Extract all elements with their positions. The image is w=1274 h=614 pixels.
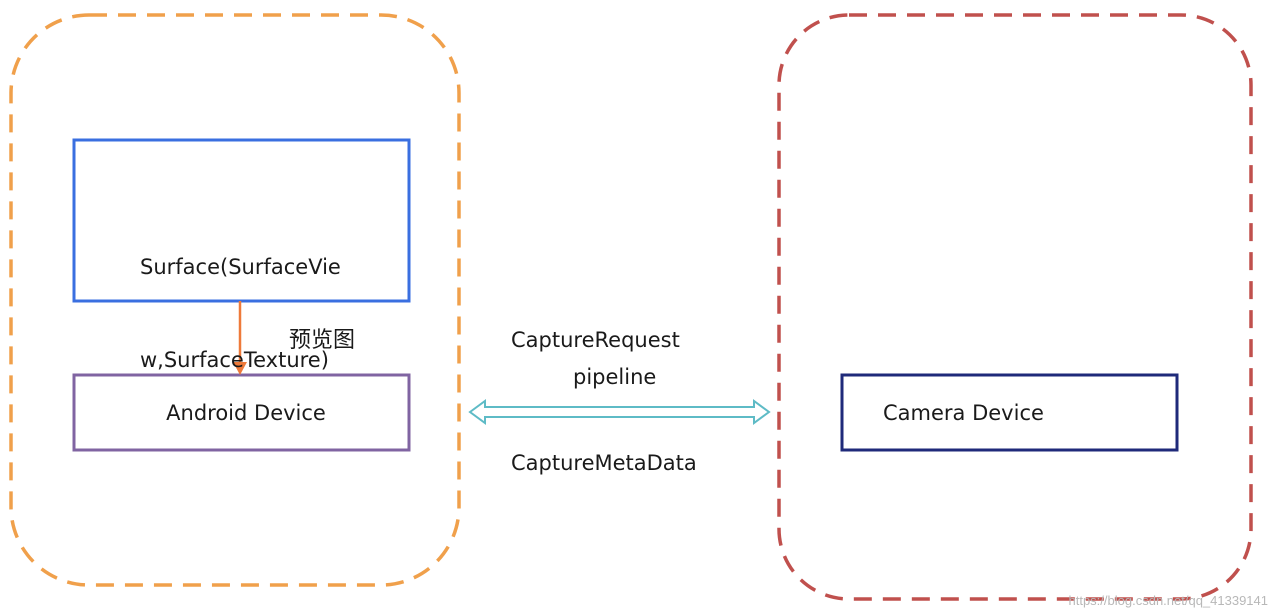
android-device-label: Android Device bbox=[166, 401, 326, 425]
surface-label: Surface(SurfaceVie w,SurfaceTexture) bbox=[140, 190, 341, 407]
pipeline-double-arrow bbox=[468, 399, 771, 425]
capture-request-label: CaptureRequest bbox=[511, 328, 680, 352]
right-container bbox=[777, 13, 1253, 601]
pipeline-label: pipeline bbox=[573, 365, 657, 389]
preview-label: 预览图 bbox=[289, 328, 356, 353]
preview-arrow bbox=[233, 301, 247, 375]
android-device-node bbox=[72, 373, 411, 452]
camera-device-label: Camera Device bbox=[883, 401, 1044, 425]
left-container bbox=[9, 13, 461, 587]
watermark-text: https://blog.csdn.net/qq_41339141 bbox=[1068, 593, 1269, 608]
camera-device-node bbox=[840, 373, 1179, 452]
surface-label-line2: w,SurfaceTexture) bbox=[140, 348, 329, 372]
capture-metadata-label: CaptureMetaData bbox=[511, 451, 697, 475]
surface-label-line1: Surface(SurfaceVie bbox=[140, 255, 341, 279]
surface-node bbox=[72, 138, 411, 303]
